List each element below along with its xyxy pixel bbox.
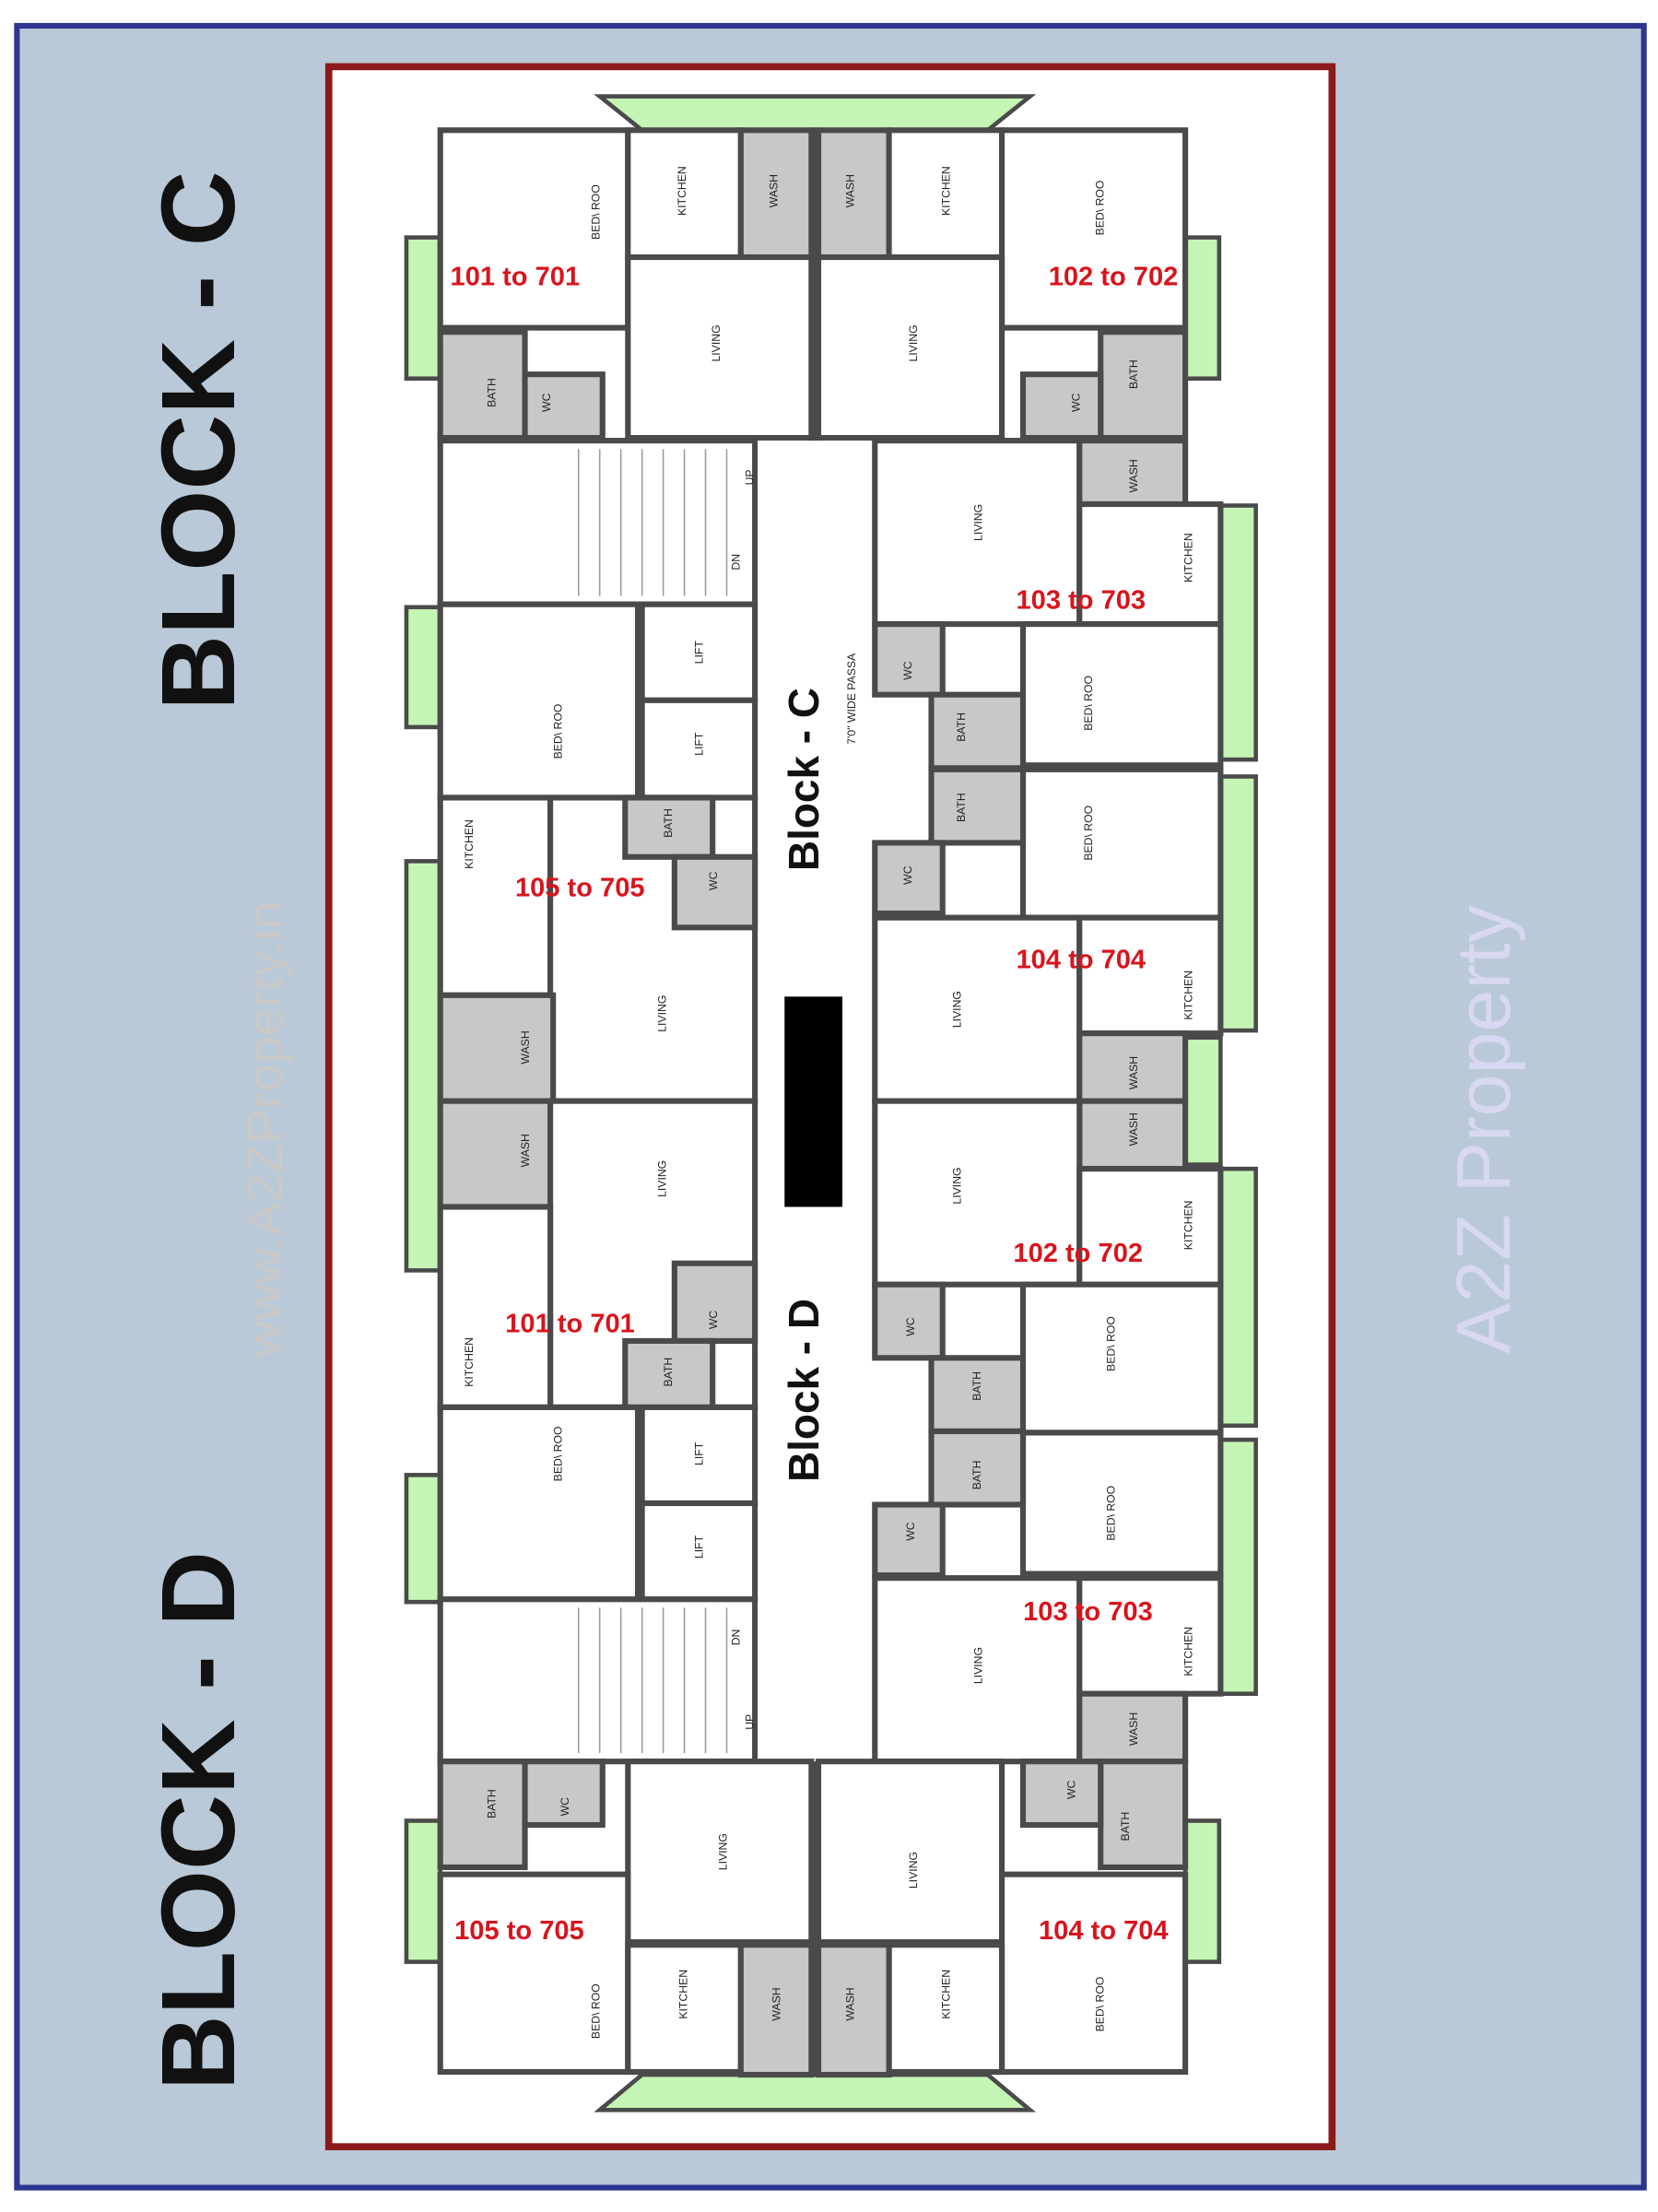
svg-text:KITCHEN: KITCHEN <box>939 1970 952 2019</box>
unit-label: 104 to 704 <box>1016 946 1146 975</box>
svg-text:KITCHEN: KITCHEN <box>677 1970 690 2019</box>
center-block-c-label: Block - C <box>780 688 828 871</box>
svg-text:UP: UP <box>744 469 757 485</box>
svg-text:BATH: BATH <box>1119 1812 1132 1841</box>
svg-text:WC: WC <box>707 871 720 890</box>
svg-text:BED\ ROO: BED\ ROO <box>1082 806 1095 861</box>
passage-label: 7'0" WIDE PASSA <box>845 653 858 745</box>
svg-text:WASH: WASH <box>519 1030 532 1064</box>
svg-text:BATH: BATH <box>970 1371 983 1401</box>
svg-text:BATH: BATH <box>970 1461 983 1490</box>
svg-text:BED\ ROO: BED\ ROO <box>590 1983 603 2039</box>
svg-text:LIFT: LIFT <box>692 732 705 756</box>
svg-text:LIVING: LIVING <box>907 1852 920 1888</box>
watermark-logo: A2Z Property <box>1440 904 1526 1354</box>
svg-text:BED\ ROO: BED\ ROO <box>1105 1486 1118 1541</box>
svg-text:KITCHEN: KITCHEN <box>463 819 476 869</box>
svg-text:LIVING: LIVING <box>710 324 723 361</box>
svg-text:WC: WC <box>707 1311 720 1330</box>
svg-text:KITCHEN: KITCHEN <box>1182 1627 1195 1677</box>
svg-text:WASH: WASH <box>1127 459 1140 492</box>
svg-text:WC: WC <box>904 1317 917 1336</box>
svg-text:LIVING: LIVING <box>716 1833 729 1870</box>
unit-label: 104 to 704 <box>1039 1916 1169 1946</box>
svg-text:WC: WC <box>901 661 914 680</box>
svg-text:LIVING: LIVING <box>656 1160 669 1197</box>
svg-text:LIFT: LIFT <box>692 1535 705 1559</box>
block-d-title: BLOCK - D <box>140 1551 257 2090</box>
svg-text:WASH: WASH <box>770 1987 783 2020</box>
unit-label: 103 to 703 <box>1023 1597 1153 1627</box>
svg-text:BATH: BATH <box>955 712 968 742</box>
unit-label: 101 to 701 <box>451 263 581 292</box>
unit-label: 102 to 702 <box>1013 1239 1143 1268</box>
svg-text:KITCHEN: KITCHEN <box>1182 971 1195 1020</box>
balconies <box>404 94 1258 2112</box>
block-c-title: BLOCK - C <box>140 171 257 710</box>
svg-text:BATH: BATH <box>485 378 498 407</box>
svg-text:KITCHEN: KITCHEN <box>1182 1201 1195 1251</box>
svg-text:BATH: BATH <box>955 793 968 822</box>
svg-text:KITCHEN: KITCHEN <box>1182 533 1195 582</box>
svg-text:WC: WC <box>1069 393 1082 412</box>
shaft-block <box>784 996 843 1207</box>
unit-label: 103 to 703 <box>1016 585 1146 615</box>
svg-text:BED\ ROO: BED\ ROO <box>551 704 564 759</box>
unit-label: 105 to 705 <box>515 874 645 903</box>
svg-text:WASH: WASH <box>1127 1056 1140 1089</box>
svg-text:DN: DN <box>729 554 742 571</box>
svg-text:BATH: BATH <box>662 808 675 838</box>
unit-label: 102 to 702 <box>1049 263 1179 292</box>
svg-text:LIVING: LIVING <box>907 324 920 361</box>
svg-text:BED\ ROO: BED\ ROO <box>1105 1316 1118 1371</box>
svg-text:WC: WC <box>901 865 914 885</box>
svg-text:UP: UP <box>744 1714 757 1730</box>
svg-text:BATH: BATH <box>1127 359 1140 389</box>
svg-text:WC: WC <box>904 1522 917 1541</box>
svg-text:WC: WC <box>540 393 553 412</box>
svg-text:WASH: WASH <box>1127 1112 1140 1146</box>
svg-text:WASH: WASH <box>843 1987 856 2020</box>
svg-text:LIVING: LIVING <box>951 1167 964 1204</box>
svg-text:BED\ ROO: BED\ ROO <box>590 184 603 240</box>
svg-text:WC: WC <box>1065 1780 1078 1799</box>
svg-text:KITCHEN: KITCHEN <box>463 1337 476 1387</box>
svg-text:LIFT: LIFT <box>692 641 705 665</box>
svg-text:DN: DN <box>729 1630 742 1646</box>
svg-text:WASH: WASH <box>768 174 781 207</box>
svg-text:BATH: BATH <box>662 1358 675 1387</box>
svg-text:KITCHEN: KITCHEN <box>676 166 688 216</box>
center-block-d-label: Block - D <box>780 1299 828 1482</box>
unit-label: 101 to 701 <box>505 1310 635 1339</box>
svg-text:LIVING: LIVING <box>656 995 669 1032</box>
svg-text:LIVING: LIVING <box>951 991 964 1028</box>
svg-text:WASH: WASH <box>843 174 856 207</box>
watermark-url: www.A2ZProperty.in <box>236 901 293 1359</box>
unit-label: 105 to 705 <box>454 1916 584 1946</box>
svg-text:BED\ ROO: BED\ ROO <box>1093 1977 1106 2032</box>
svg-text:KITCHEN: KITCHEN <box>939 166 952 216</box>
svg-text:LIFT: LIFT <box>692 1441 705 1465</box>
unit-labels: 101 to 701 102 to 702 103 to 703 105 to … <box>451 263 1179 1946</box>
svg-text:WASH: WASH <box>1127 1712 1140 1746</box>
svg-text:BED\ ROO: BED\ ROO <box>551 1426 564 1481</box>
svg-text:LIVING: LIVING <box>972 504 985 541</box>
svg-text:BED\ ROO: BED\ ROO <box>1082 676 1095 731</box>
room-labels: BED\ ROO KITCHEN WASH LIVING BATH WC WAS… <box>463 166 1195 2039</box>
rooms <box>437 127 1224 2078</box>
svg-text:BED\ ROO: BED\ ROO <box>1093 181 1106 236</box>
svg-text:WASH: WASH <box>519 1134 532 1167</box>
svg-text:BATH: BATH <box>485 1789 498 1818</box>
svg-text:WC: WC <box>559 1797 571 1817</box>
svg-text:LIVING: LIVING <box>972 1647 985 1684</box>
